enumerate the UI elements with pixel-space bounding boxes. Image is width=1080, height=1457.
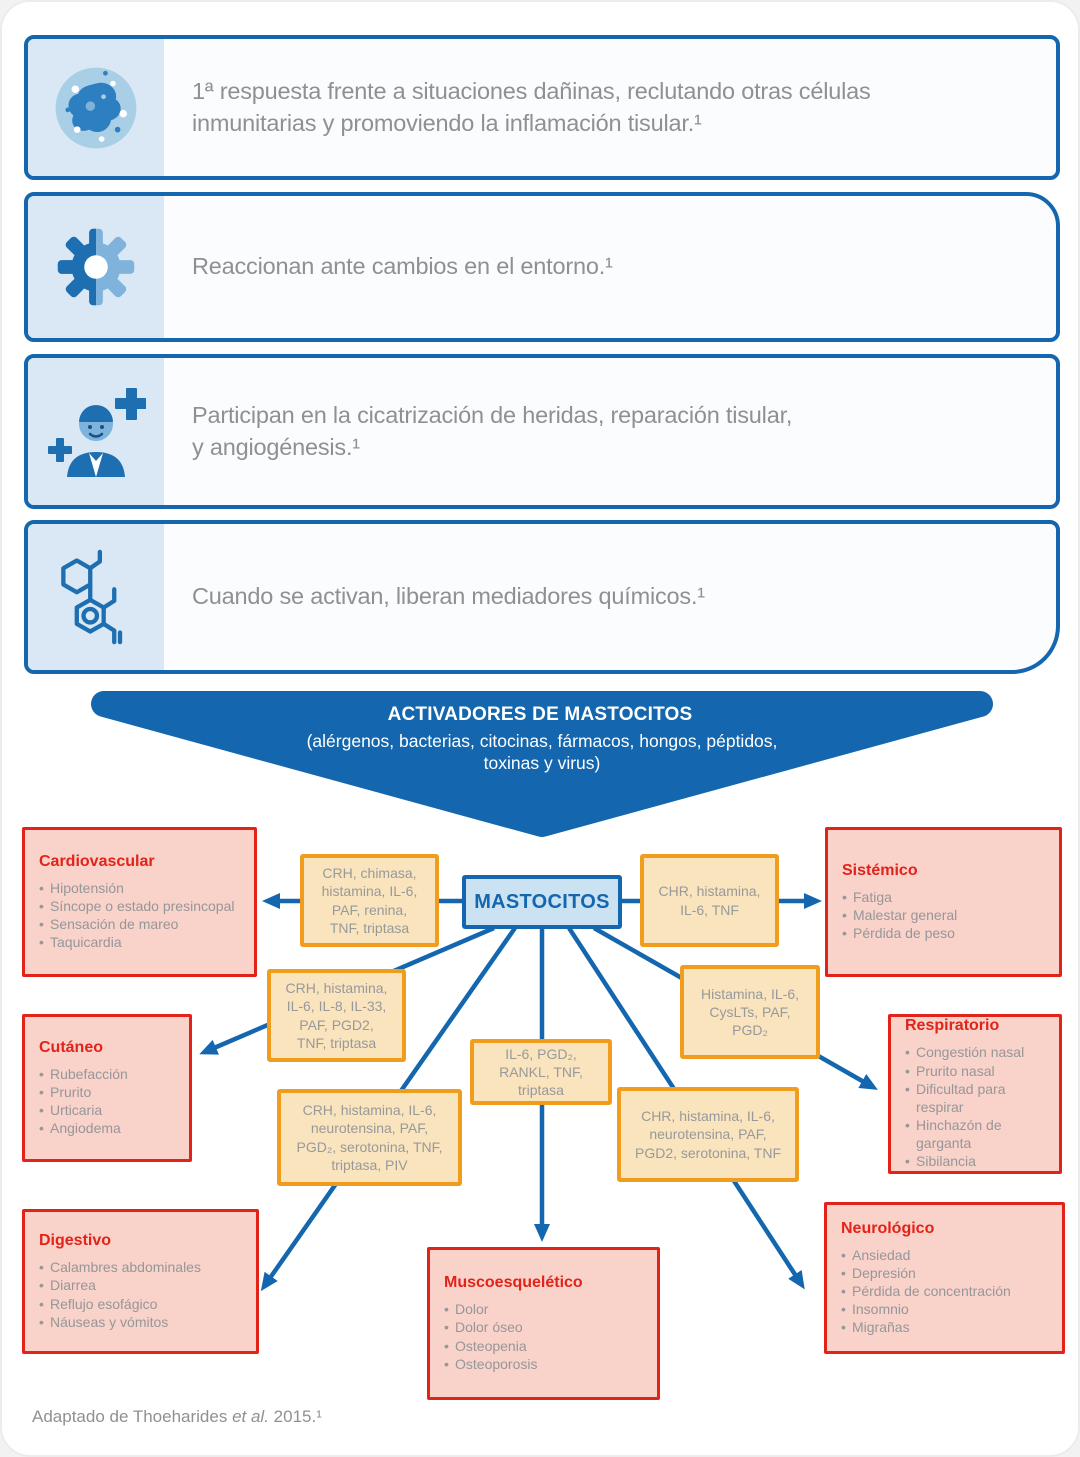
mastocitos-node: MASTOCITOS	[462, 875, 622, 929]
symptom-item: Taquicardia	[39, 933, 240, 951]
mediator-text: CHR, histamina, IL-6, neurotensina, PAF,…	[634, 1108, 782, 1161]
symptom-item: Dolor óseo	[444, 1318, 643, 1336]
symptom-item: Insomnio	[841, 1300, 1048, 1318]
feature-box-environment: Reaccionan ante cambios en el entorno.¹	[24, 192, 1060, 342]
symptom-item: Depresión	[841, 1264, 1048, 1282]
feature-box-first-response: 1ª respuesta frente a situaciones dañina…	[24, 35, 1060, 180]
symptom-item: Prurito nasal	[905, 1062, 1045, 1080]
symptom-item: Ansiedad	[841, 1246, 1048, 1264]
symptom-list: Dolor Dolor óseo Osteopenia Osteoporosis	[444, 1300, 643, 1373]
system-title: Neurológico	[841, 1219, 935, 1237]
footer-citation: Adaptado de Thoeharides et al. 2015.¹	[32, 1407, 322, 1427]
symptom-item: Calambres abdominales	[39, 1258, 242, 1276]
symptom-list: Rubefacción Prurito Urticaria Angiodema	[39, 1065, 175, 1138]
symptom-item: Osteopenia	[444, 1337, 643, 1355]
person-health-icon	[48, 387, 146, 477]
symptom-list: Fatiga Malestar general Pérdida de peso	[842, 888, 1045, 943]
symptom-item: Angiodema	[39, 1119, 175, 1137]
symptom-item: Osteoporosis	[444, 1355, 643, 1373]
icon-panel	[28, 196, 164, 338]
symptom-item: Síncope o estado presincopal	[39, 897, 240, 915]
mediator-box-neurologico: CHR, histamina, IL-6, neurotensina, PAF,…	[617, 1087, 799, 1182]
system-title: Cutáneo	[39, 1038, 103, 1056]
mediator-text: CHR, histamina, IL-6, TNF	[658, 883, 761, 918]
system-box-digestivo: Digestivo Calambres abdominales Diarrea …	[22, 1209, 259, 1354]
symptom-item: Fatiga	[842, 888, 1045, 906]
mediator-box-muscoesqueletico: IL-6, PGD₂, RANKL, TNF, triptasa	[470, 1039, 612, 1105]
symptom-list: Congestión nasal Prurito nasal Dificulta…	[905, 1043, 1045, 1171]
activators-subtitle: (alérgenos, bacterias, citocinas, fármac…	[306, 731, 778, 774]
symptom-item: Diarrea	[39, 1276, 242, 1294]
icon-panel	[28, 39, 164, 176]
system-box-muscoesqueletico: Muscoesquelético Dolor Dolor óseo Osteop…	[427, 1247, 660, 1400]
icon-panel	[28, 524, 164, 670]
footer-suffix: 2015.¹	[268, 1407, 322, 1426]
feature-text: Participan en la cicatrización de herida…	[192, 402, 793, 460]
symptom-list: Calambres abdominales Diarrea Reflujo es…	[39, 1258, 242, 1331]
system-title: Muscoesquelético	[444, 1274, 583, 1292]
symptom-item: Migrañas	[841, 1318, 1048, 1336]
feature-text: 1ª respuesta frente a situaciones dañina…	[192, 78, 871, 136]
feature-text: Cuando se activan, liberan mediadores qu…	[192, 583, 705, 610]
system-title: Sistémico	[842, 861, 918, 879]
symptom-item: Reflujo esofágico	[39, 1295, 242, 1313]
footer-prefix: Adaptado de Thoeharides	[32, 1407, 233, 1426]
mediator-box-sistemico: CHR, histamina, IL-6, TNF	[640, 854, 779, 947]
activators-funnel-triangle	[91, 691, 993, 837]
system-box-sistemico: Sistémico Fatiga Malestar general Pérdid…	[825, 827, 1062, 977]
mediator-text: IL-6, PGD₂, RANKL, TNF, triptasa	[499, 1045, 583, 1099]
system-box-cutaneo: Cutáneo Rubefacción Prurito Urticaria An…	[22, 1014, 192, 1162]
icon-panel	[28, 358, 164, 505]
system-box-cardiovascular: Cardiovascular Hipotensión Síncope o est…	[22, 827, 257, 977]
mediator-text: CRH, histamina, IL-6, IL-8, IL-33, PAF, …	[285, 980, 388, 1051]
symptom-item: Sibilancia	[905, 1152, 1045, 1170]
symptom-item: Sensación de mareo	[39, 915, 240, 933]
feature-text: Reaccionan ante cambios en el entorno.¹	[192, 253, 613, 280]
mediator-text: CRH, chimasa, histamina, IL-6, PAF, reni…	[321, 865, 418, 936]
symptom-item: Náuseas y vómitos	[39, 1313, 242, 1331]
symptom-item: Congestión nasal	[905, 1043, 1045, 1061]
symptom-item: Malestar general	[842, 906, 1045, 924]
symptom-list: Hipotensión Síncope o estado presincopal…	[39, 879, 240, 952]
system-box-respiratorio: Respiratorio Congestión nasal Prurito na…	[888, 1014, 1062, 1174]
symptom-item: Pérdida de peso	[842, 924, 1045, 942]
system-title: Digestivo	[39, 1232, 112, 1250]
mediator-box-digestivo: CRH, histamina, IL-6, neurotensina, PAF,…	[277, 1089, 462, 1186]
system-title: Cardiovascular	[39, 852, 155, 870]
symptom-item: Rubefacción	[39, 1065, 175, 1083]
symptom-item: Dolor	[444, 1300, 643, 1318]
mediator-text: Histamina, IL-6, CysLTs, PAF, PGD₂	[700, 985, 800, 1039]
mediator-text: CRH, histamina, IL-6, neurotensina, PAF,…	[296, 1102, 443, 1173]
symptom-item: Urticaria	[39, 1101, 175, 1119]
mast-cell-icon	[55, 67, 137, 148]
symptom-item: Prurito	[39, 1083, 175, 1101]
mediator-box-cardiovascular: CRH, chimasa, histamina, IL-6, PAF, reni…	[300, 854, 439, 947]
symptom-item: Pérdida de concentración	[841, 1282, 1048, 1300]
symptom-item: Dificultad para respirar	[905, 1080, 1045, 1116]
system-title: Respiratorio	[905, 1017, 1000, 1035]
footer-etal: et al.	[232, 1407, 269, 1426]
feature-box-healing: Participan en la cicatrización de herida…	[24, 354, 1060, 509]
symptom-item: Hinchazón de garganta	[905, 1116, 1045, 1152]
activators-title: ACTIVADORES DE MASTOCITOS	[387, 704, 693, 725]
system-box-neurologico: Neurológico Ansiedad Depresión Pérdida d…	[824, 1202, 1065, 1354]
symptom-item: Hipotensión	[39, 879, 240, 897]
symptom-list: Ansiedad Depresión Pérdida de concentrac…	[841, 1246, 1048, 1337]
mediator-box-respiratorio: Histamina, IL-6, CysLTs, PAF, PGD₂	[680, 965, 820, 1059]
feature-box-mediators: Cuando se activan, liberan mediadores qu…	[24, 520, 1060, 674]
mediator-box-cutaneo: CRH, histamina, IL-6, IL-8, IL-33, PAF, …	[267, 969, 406, 1062]
molecule-icon	[61, 549, 123, 645]
gear-icon	[47, 218, 145, 316]
